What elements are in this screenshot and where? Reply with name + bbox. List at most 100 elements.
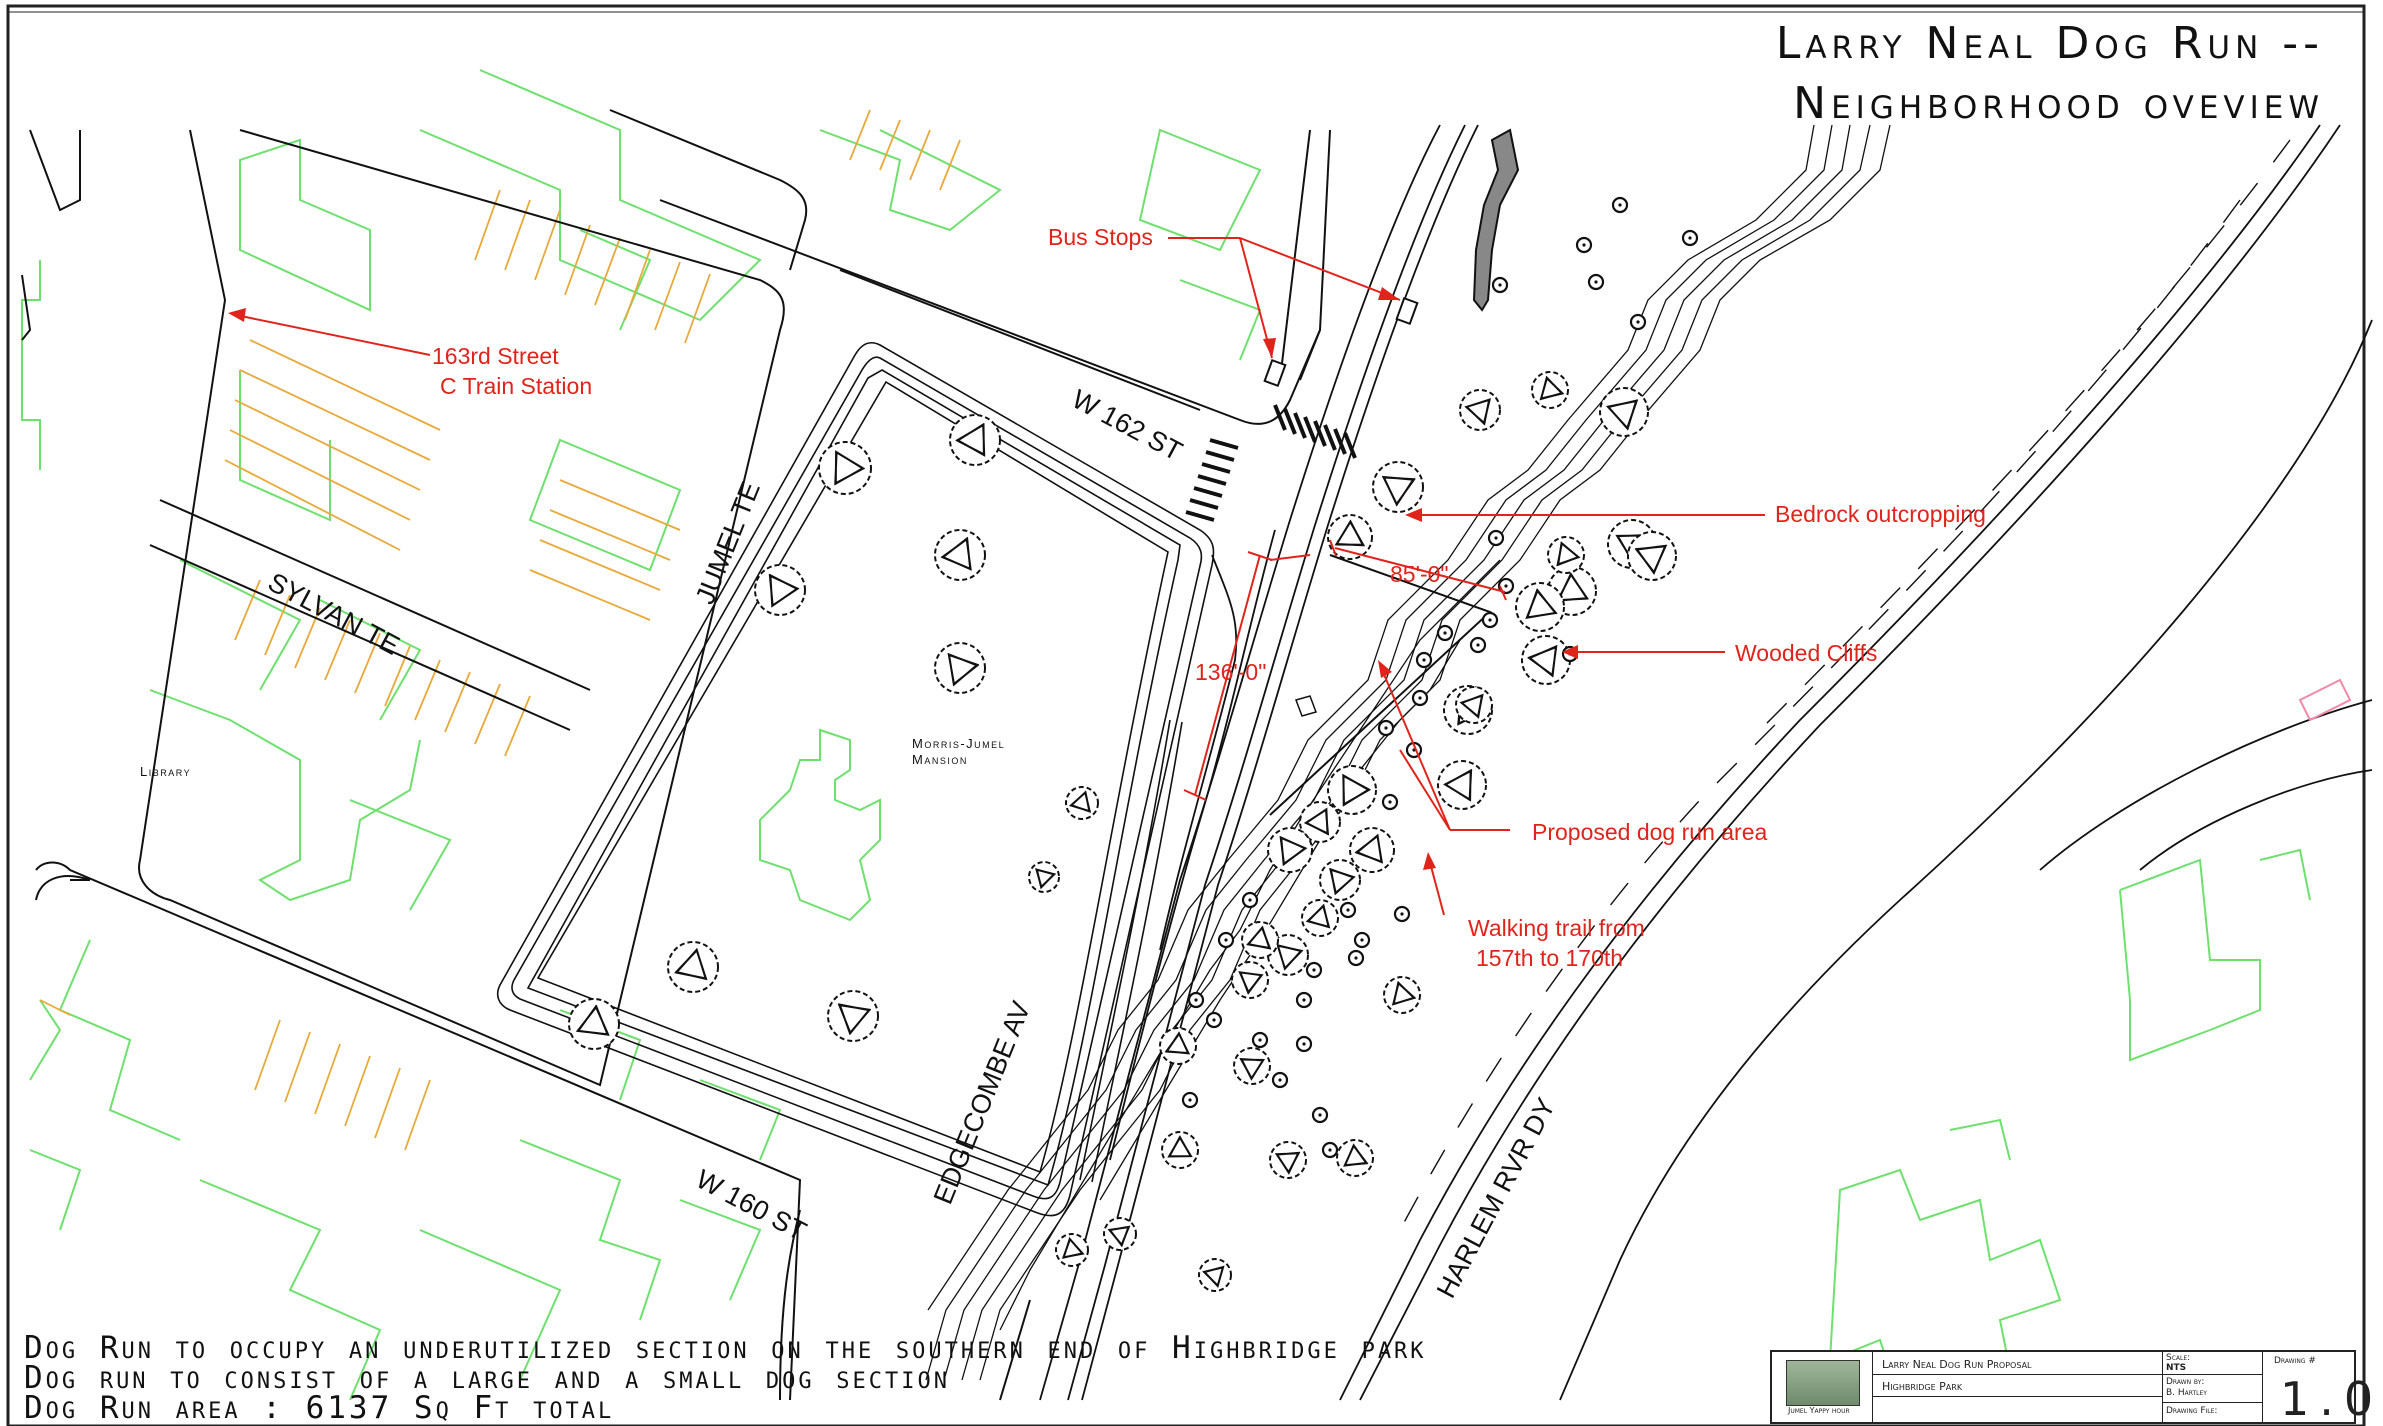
bedrock-shape [1472, 128, 1520, 312]
small-tree-center [1504, 584, 1508, 588]
tree-symbol [818, 441, 872, 495]
title-block-photo [1786, 1360, 1860, 1406]
drawing-file-label: Drawing File: [2166, 1406, 2218, 1416]
cliff-contours [925, 124, 1891, 1381]
w162-label: W 162 ST [1067, 384, 1187, 467]
small-tree-center [1302, 998, 1306, 1002]
photo-caption: Jumel Yappy hour [1788, 1406, 1850, 1415]
mansion-label-line2: Mansion [912, 752, 968, 767]
annotation-leaders [235, 237, 1765, 916]
tree-symbol [1161, 1131, 1199, 1169]
bus-stops-label: Bus Stops [1048, 224, 1153, 250]
small-tree-center [1443, 631, 1447, 635]
tree-symbol [1383, 976, 1421, 1014]
tree-symbol [1028, 861, 1060, 893]
tree-symbol [1319, 859, 1361, 901]
small-tree-center [1388, 800, 1392, 804]
tree-symbol [934, 642, 986, 694]
drawing-number-value: 1.0 [2280, 1372, 2383, 1426]
small-tree-center [1494, 536, 1498, 540]
tree-symbol [1231, 961, 1269, 999]
highway-lanes [1399, 139, 2291, 1231]
lot-lines [39, 109, 961, 1151]
bus-stop-marker-1 [1263, 358, 1287, 388]
small-tree-center [1354, 956, 1358, 960]
mansion-label-line1: Morris-Jumel [912, 736, 1005, 751]
tree-symbol [1437, 760, 1487, 810]
bus-stop-marker-2 [1395, 296, 1419, 326]
tree-symbol [1547, 536, 1585, 574]
drawing-title-line1: Larry Neal Dog Run -- [1775, 18, 2324, 69]
drawing-title: Larry Neal Dog Run -- Neighborhood ovevi… [1776, 14, 2324, 134]
building-footprints [21, 69, 2311, 1402]
drawing-title-line2: Neighborhood oveview [1793, 78, 2324, 129]
station-label-line1: 163rd Street [432, 343, 559, 369]
mansion-park-block [496, 341, 1215, 1217]
note-2: Dog run to consist of a large and a smal… [24, 1360, 951, 1396]
small-tree-center [1594, 280, 1598, 284]
jumel-label: JUMEL TE [690, 477, 766, 608]
small-tree-center [1418, 696, 1422, 700]
station-label-line2: C Train Station [440, 373, 592, 399]
tree-symbol [1159, 1027, 1197, 1065]
dimension-136-label: 136'-0" [1195, 659, 1266, 685]
tree-symbol [1241, 921, 1279, 959]
tree-symbol [1301, 899, 1339, 937]
note-3: Dog Run area : 6137 Sq Ft total [24, 1390, 615, 1426]
drawing-number-label: Drawing # [2274, 1356, 2316, 1366]
tree-symbol [1103, 1217, 1137, 1251]
crosswalk-edgecombe [1185, 438, 1239, 522]
tree-symbol [934, 529, 986, 581]
place-labels: Library Morris-Jumel Mansion [140, 736, 1005, 779]
tree-symbol [1065, 786, 1099, 820]
tree-symbol [1299, 801, 1341, 843]
small-tree-center [1400, 912, 1404, 916]
street-blocks [21, 109, 1331, 1401]
small-tree-center [1498, 283, 1502, 287]
wooded-cliffs-label: Wooded Cliffs [1735, 640, 1877, 666]
trail-label-line2: 157th to 170th [1476, 945, 1623, 971]
title-block-meta-cell: Scale: NTS Drawn by: B. Hartley Drawing … [2162, 1352, 2263, 1422]
tree-symbol [949, 414, 1001, 466]
tree-symbol [1269, 1141, 1307, 1179]
project-name: Larry Neal Dog Run Proposal [1882, 1358, 2032, 1371]
tree-symbol [1267, 827, 1313, 873]
sheet-border [6, 4, 2366, 1426]
tree-symbol [1521, 635, 1571, 685]
dog-run-bench [1295, 695, 1317, 717]
tree-symbol [754, 564, 806, 616]
tree-symbol [667, 941, 719, 993]
small-tree-center [1318, 1113, 1322, 1117]
small-tree-center [1258, 1038, 1262, 1042]
tree-symbol [1198, 1258, 1232, 1292]
tree-symbol [827, 990, 879, 1042]
project-location: Highbridge Park [1882, 1380, 1963, 1393]
tree-symbol [1372, 461, 1424, 513]
title-block: Jumel Yappy hour Larry Neal Dog Run Prop… [1770, 1350, 2373, 1426]
small-tree-center [1582, 243, 1586, 247]
small-tree-center [1636, 320, 1640, 324]
dimension-85-label: 85'-0" [1390, 561, 1449, 587]
small-tree-center [1384, 726, 1388, 730]
small-tree-center [1618, 203, 1622, 207]
tree-symbol [1327, 514, 1373, 560]
small-tree-center [1688, 236, 1692, 240]
offsheet-marker [2298, 678, 2352, 722]
small-tree-center [1346, 908, 1350, 912]
small-tree-center [1422, 658, 1426, 662]
edgecombe-corridor [1039, 124, 2373, 1401]
tree-symbol [1349, 827, 1395, 873]
title-block-photo-cell: Jumel Yappy hour [1772, 1352, 1873, 1422]
tree-symbol [1515, 582, 1565, 632]
small-tree-center [1194, 998, 1198, 1002]
library-label: Library [140, 764, 191, 779]
trees-large [568, 371, 1677, 1292]
tree-symbol [1055, 1233, 1089, 1267]
scale-label: Scale: [2166, 1353, 2191, 1363]
small-tree-center [1212, 1018, 1216, 1022]
tree-symbol [1599, 387, 1649, 437]
tree-symbol [1233, 1047, 1271, 1085]
tree-symbol [1455, 686, 1493, 724]
